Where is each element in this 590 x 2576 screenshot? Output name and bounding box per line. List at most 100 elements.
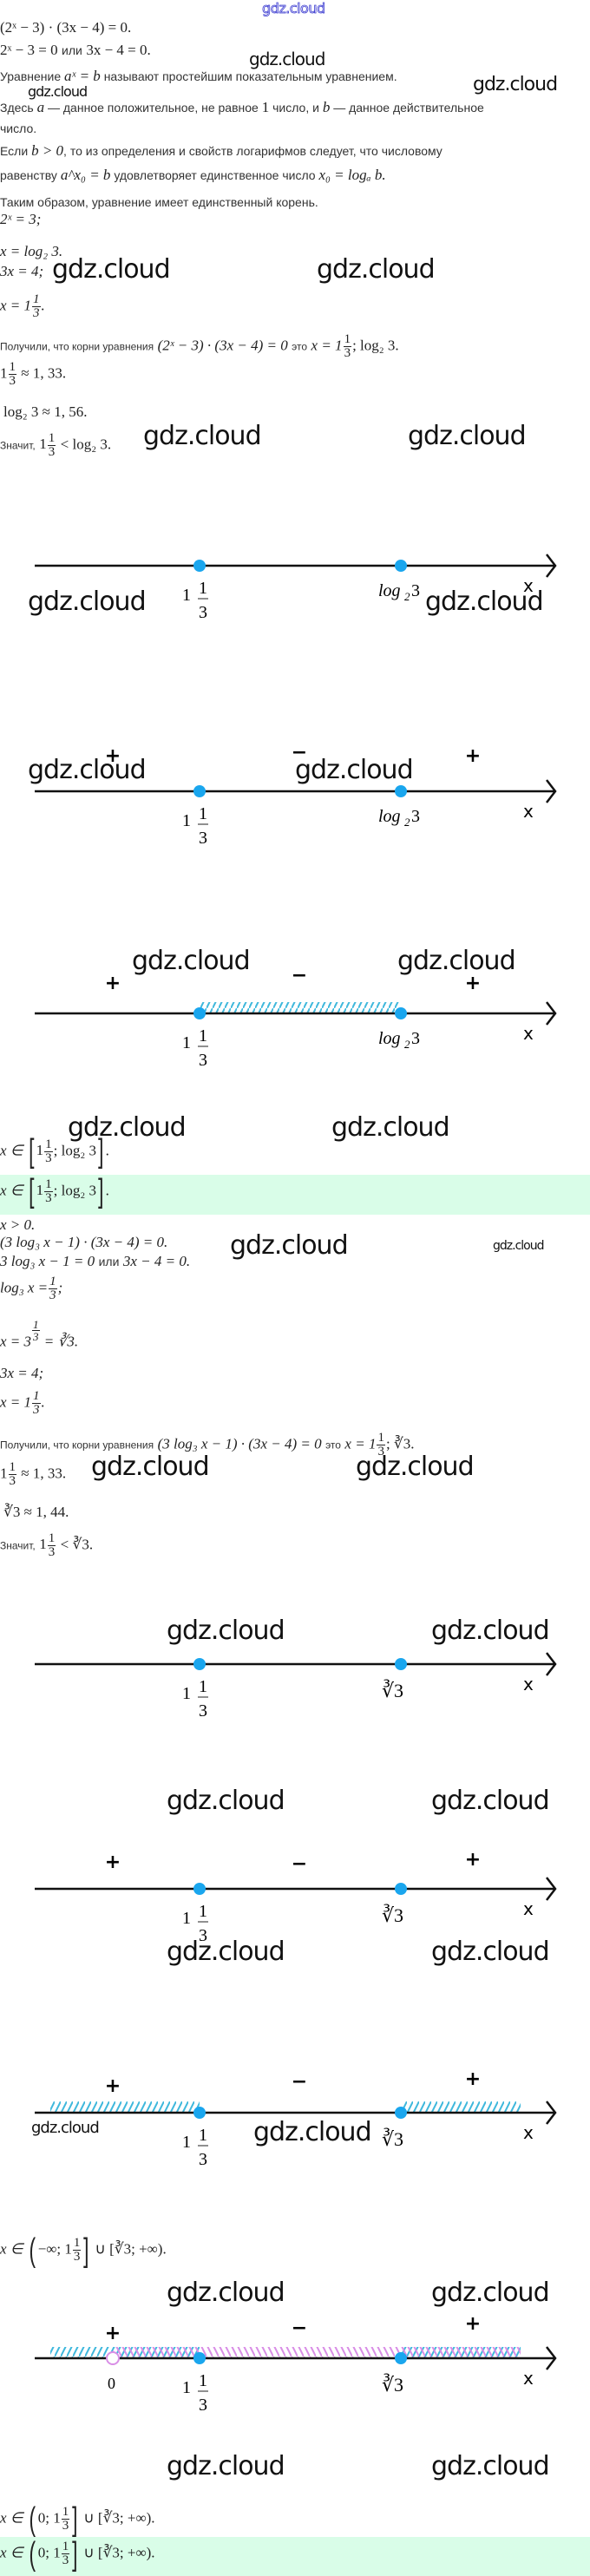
denominator: 3	[32, 1330, 40, 1343]
point-marker	[193, 1658, 206, 1670]
bracket: ]	[72, 2535, 78, 2573]
equation-1: (2ˣ − 3) · (3x − 4) = 0.	[0, 19, 132, 36]
label-denominator: 3	[199, 603, 207, 622]
label-numerator: 1	[199, 1902, 207, 1921]
sign-plus: +	[465, 2068, 481, 2090]
label-denominator: 3	[199, 2396, 207, 2415]
hatched-region	[200, 1002, 401, 1013]
label-whole: 1	[182, 811, 191, 830]
watermark: gdz.cloud	[143, 421, 262, 451]
bracket: (	[29, 2232, 36, 2269]
axis-label: x	[523, 2368, 534, 2389]
hatched-region	[50, 2347, 200, 2358]
answer-highlight-2	[0, 2537, 590, 2576]
watermark: gdz.cloud	[167, 1937, 285, 1967]
math: ∪ [∛3; +∞).	[83, 2509, 155, 2527]
watermark: gdz.cloud	[431, 2451, 550, 2481]
watermark: gdz.cloud	[331, 1112, 450, 1143]
sign-minus: −	[292, 1853, 307, 1875]
math: x ∈	[0, 1142, 23, 1159]
bracket: [	[29, 1173, 35, 1210]
bracket: ]	[98, 1173, 104, 1210]
label-denominator: 3	[199, 2150, 207, 2169]
math: x ∈	[0, 1182, 23, 1199]
math: .	[105, 1182, 109, 1199]
label-whole: 1	[182, 586, 191, 605]
denominator: 3	[47, 1545, 56, 1559]
point-marker	[395, 1007, 407, 1019]
label-log-sub: 2	[404, 590, 410, 603]
point-marker	[395, 560, 407, 572]
math: ≈ 1, 33.	[21, 364, 67, 382]
text: Значит,	[0, 439, 36, 452]
numerator: 1	[45, 1177, 52, 1191]
axis-label: x	[523, 2122, 534, 2143]
text: Здесь	[0, 101, 34, 115]
numerator: 1	[9, 360, 16, 374]
sign-plus: +	[465, 2313, 481, 2335]
watermark: gdz.cloud	[167, 2278, 285, 2308]
watermark: gdz.cloud	[408, 421, 527, 451]
watermark: gdz.cloud	[431, 1937, 550, 1967]
step-1: 2ˣ = 3;	[0, 211, 42, 227]
label-log-val: 3	[411, 807, 420, 826]
bracket: ]	[98, 1133, 104, 1170]
denominator: 3	[32, 1403, 41, 1417]
text: удовлетворяет единственное число	[114, 168, 316, 182]
math: ∪ [∛3; +∞).	[83, 2544, 155, 2561]
definition-1: Уравнение aˣ = b называют простейшим пок…	[0, 68, 397, 85]
math: b > 0	[31, 142, 64, 159]
sign-plus: +	[105, 2323, 121, 2344]
watermark: gdz.cloud	[28, 587, 147, 617]
label-whole: 1	[182, 1684, 191, 1703]
math: 1	[261, 99, 270, 115]
watermark: gdz.cloud	[431, 1786, 550, 1816]
hatched-region	[401, 2347, 521, 2358]
denominator: 3	[377, 1445, 385, 1458]
watermark: gdz.cloud	[167, 2451, 285, 2481]
text: — данное действительное	[333, 101, 484, 115]
math: x ∈	[0, 2544, 23, 2561]
denominator: 3	[72, 2250, 82, 2264]
eq-right: 3x − 4 = 0.	[86, 42, 151, 58]
numerator: 1	[33, 1389, 40, 1403]
approx-2: log₂ 3 ≈ 1, 56.	[3, 403, 88, 420]
sign-plus: +	[105, 1852, 121, 1873]
watermark: gdz.cloud	[132, 946, 251, 976]
watermark: gdz.cloud	[397, 946, 516, 976]
denominator: 3	[8, 1474, 16, 1488]
roots-statement: Получили, что корни уравнения (2ˣ − 3) ·…	[0, 333, 399, 360]
hatched-region	[401, 2101, 521, 2113]
label-cbrt: ∛3	[382, 1904, 403, 1926]
watermark: gdz.cloud	[431, 1616, 550, 1646]
math: 0; 1	[37, 2509, 61, 2527]
approx-2-2: ∛3 ≈ 1, 44.	[3, 1504, 69, 1520]
watermark: gdz.cloud	[431, 2278, 550, 2308]
label-whole: 1	[182, 2378, 191, 2397]
math: ≈ 1, 33.	[21, 1465, 67, 1482]
point-marker	[395, 785, 407, 797]
watermark: gdz.cloud	[68, 1112, 187, 1143]
denominator: 3	[44, 1191, 53, 1205]
denominator: 3	[343, 346, 352, 360]
point-marker	[193, 785, 206, 797]
equation-2: (3 log₃ x − 1) · (3x − 4) = 0.	[0, 1234, 168, 1250]
definition-3: Если b > 0, то из определения и свойств …	[0, 142, 442, 160]
text: = ∛3.	[43, 1333, 79, 1350]
numerator: 1	[9, 1460, 16, 1474]
watermark: gdz.cloud	[295, 755, 414, 785]
math: ∪ [∛3; +∞).	[95, 2240, 167, 2258]
label-cbrt: ∛3	[382, 1680, 403, 1701]
axis-arrow	[546, 1877, 557, 1901]
